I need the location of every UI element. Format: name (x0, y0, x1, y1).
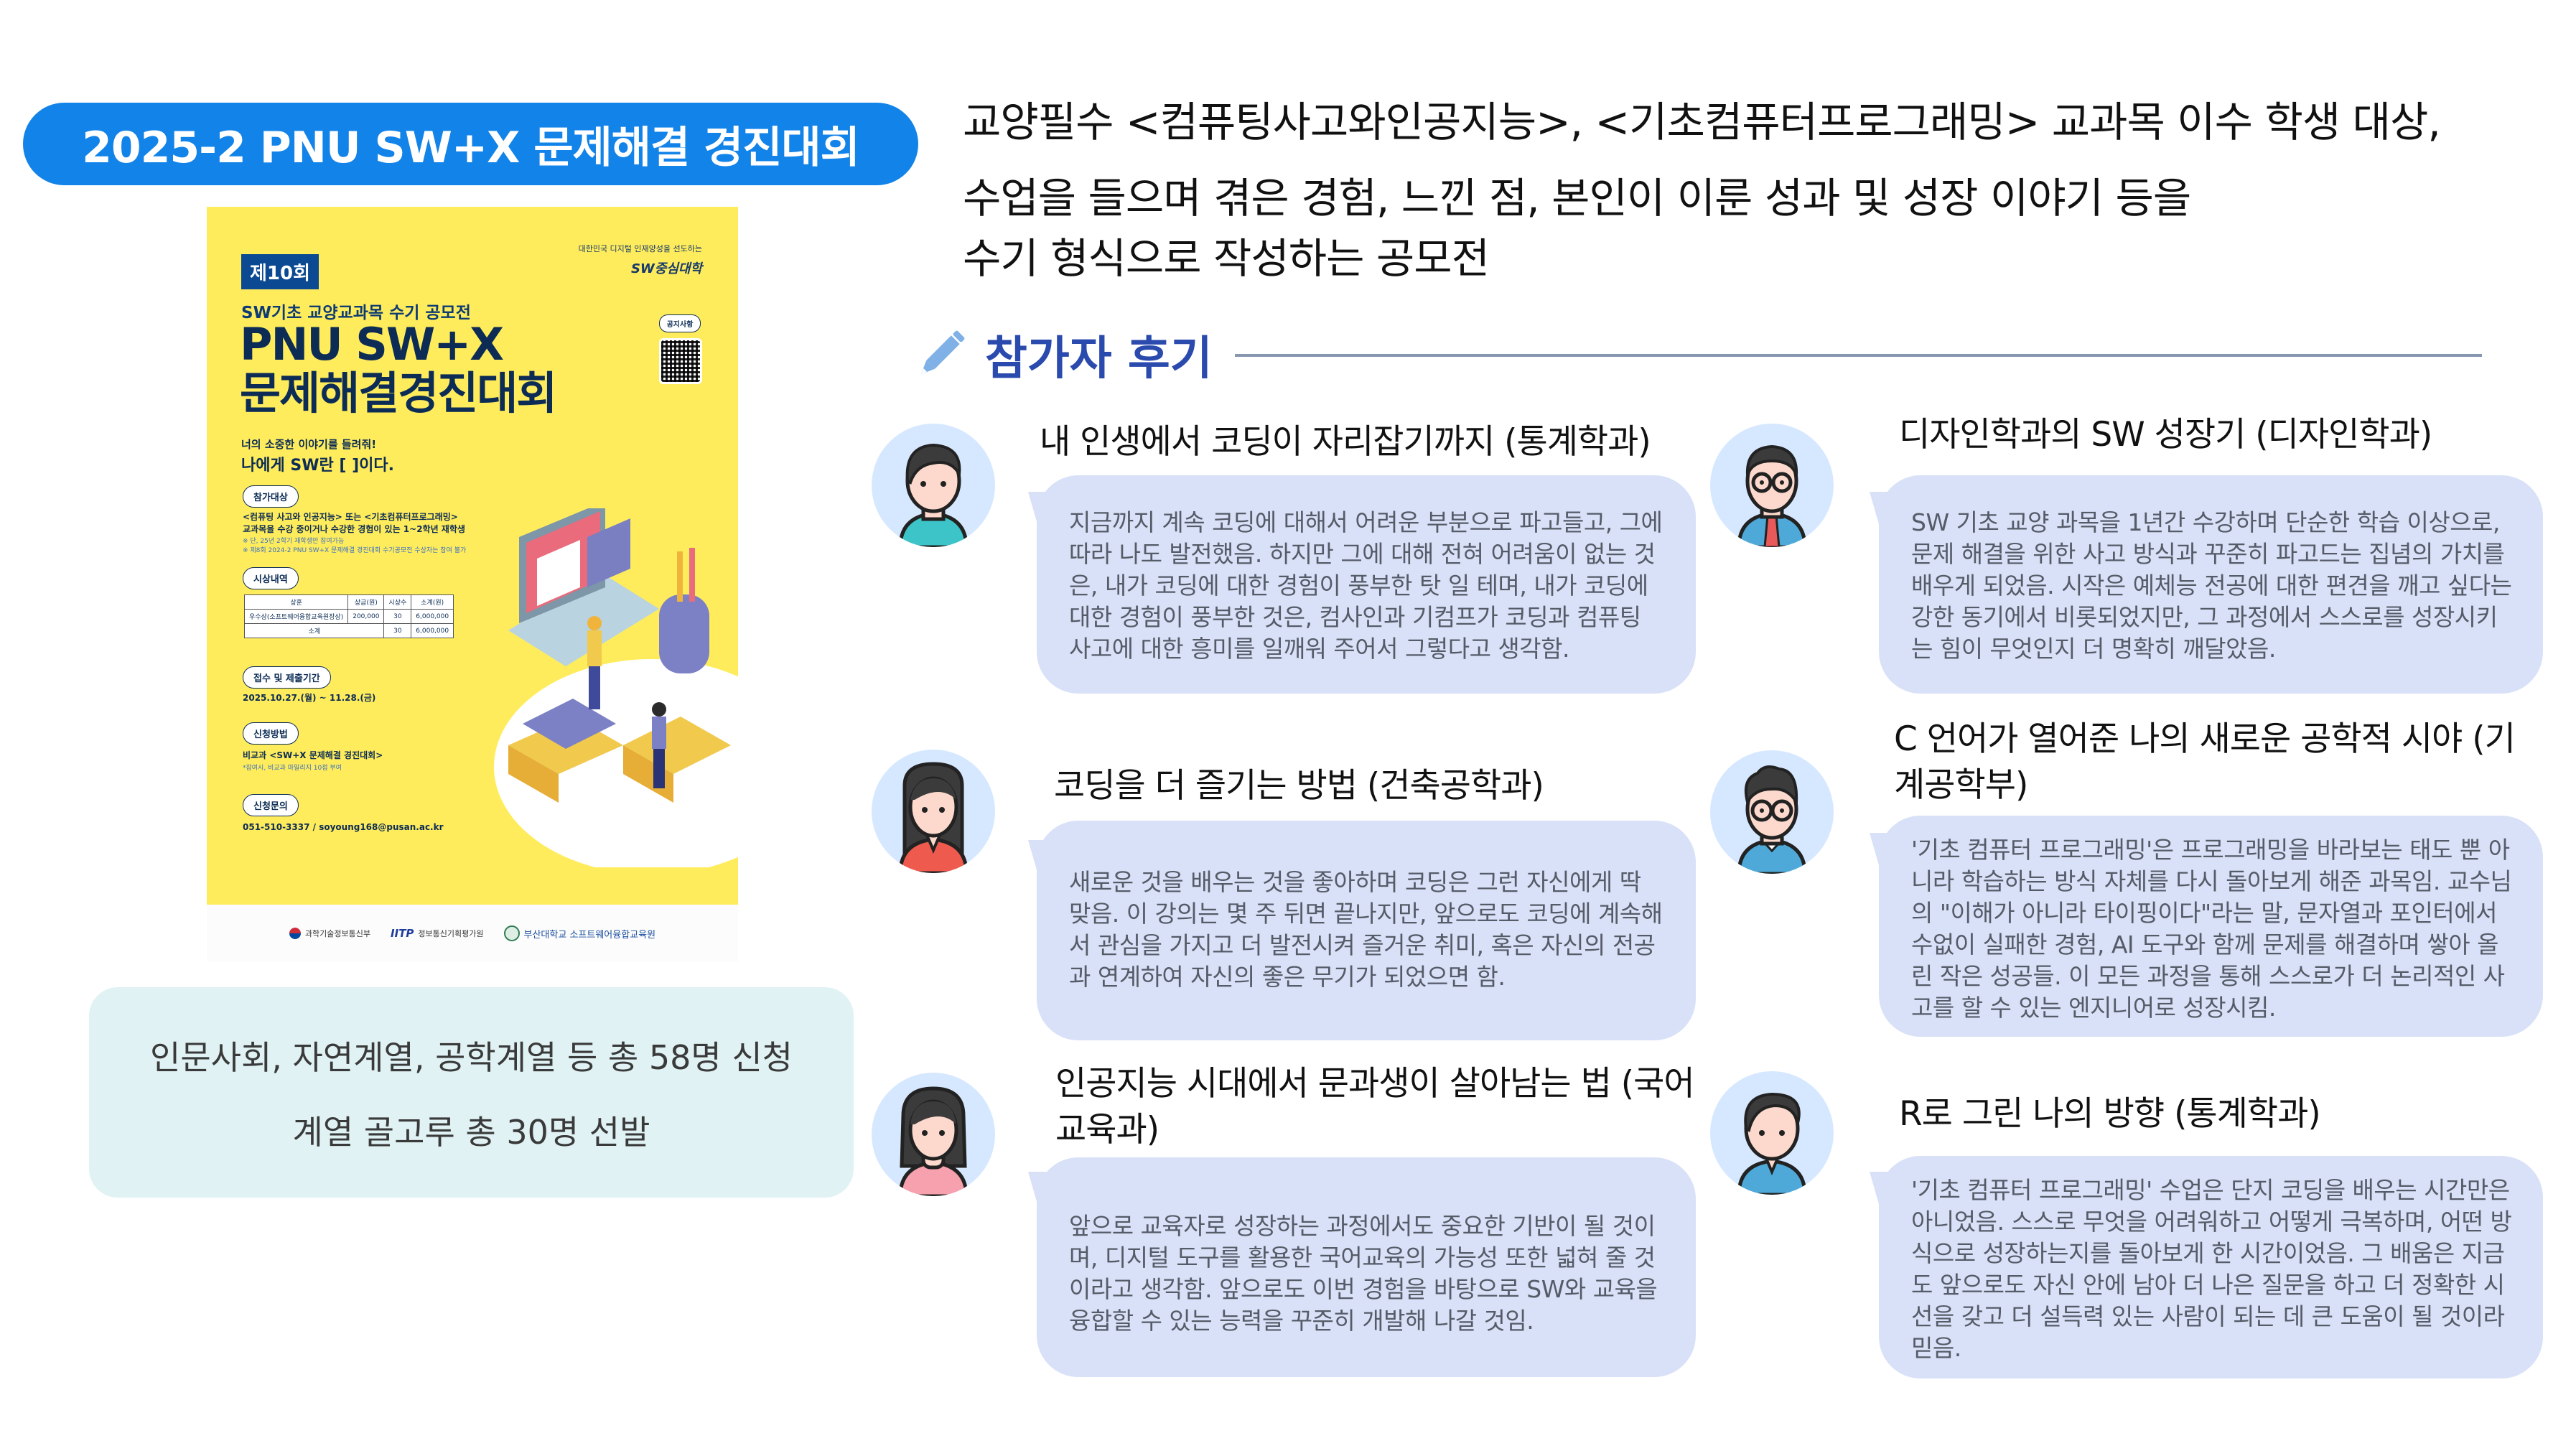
person-icon (898, 443, 969, 547)
poster-top-right: 대한민국 디지털 인재양성을 선도하는 SW중심대학 (579, 243, 702, 277)
review-bubble: SW 기초 교양 과목을 1년간 수강하며 단순한 학습 이상으로, 문제 해결… (1879, 475, 2543, 694)
method-label: 신청방법 (243, 722, 299, 745)
poster-main-line2: 문제해결경진대회 (240, 367, 557, 419)
review-title: 디자인학과의 SW 성장기 (디자인학과) (1899, 415, 2432, 454)
section-divider (1235, 354, 2482, 357)
table-header: 소계(원) (411, 594, 454, 610)
avatar-man-blue (1710, 1071, 1834, 1195)
table-cell: 소계 (243, 623, 385, 638)
logo-pnu-text: 부산대학교 소프트웨어융합교육원 (523, 929, 656, 941)
table-row: 소계 30 6,000,000 (243, 623, 454, 638)
table-cell: 6,000,000 (411, 609, 454, 624)
pencil-icon (920, 330, 965, 375)
reviews-section-title: 참가자 후기 (985, 332, 1213, 386)
review-body: '기초 컴퓨터 프로그래밍'은 프로그래밍을 바라보는 태도 뿐 아니라 학습하… (1911, 836, 2512, 1022)
period-value: 2025.10.27.(월) ~ 11.28.(금) (243, 693, 376, 703)
table-cell: 30 (383, 609, 412, 624)
notice-label: 공지사항 (659, 314, 701, 332)
logo-iitp-text: 정보통신기획평가원 (418, 929, 484, 938)
person-icon (898, 762, 969, 873)
table-cell: 6,000,000 (411, 623, 454, 638)
period-label: 접수 및 제출기간 (243, 666, 331, 689)
summary-line-2: 계열 골고루 총 30명 선발 (292, 1112, 650, 1152)
person-icon (898, 1086, 969, 1196)
summary-line-1: 인문사회, 자연계열, 공학계열 등 총 58명 신청 (150, 1037, 793, 1077)
poster-brand: SW중심대학 (630, 261, 702, 276)
poster-tagline-1: 너의 소중한 이야기를 들려줘! (241, 438, 377, 451)
review-title: C 언어가 열어준 나의 새로운 공학적 시야 (기계공학부) (1894, 719, 2516, 805)
iitp-logo-mark: IITP (391, 927, 414, 940)
review-title: R로 그린 나의 방향 (통계학과) (1899, 1094, 2321, 1134)
review-body: 앞으로 교육자로 성장하는 과정에서도 중요한 기반이 될 것이며, 디지털 도… (1069, 1212, 1658, 1335)
table-header: 시상수 (383, 594, 412, 610)
table-header-row: 상훈 상금(원) 시상수 소계(원) (243, 594, 454, 610)
applicant-summary-box: 인문사회, 자연계열, 공학계열 등 총 58명 신청 계열 골고루 총 30명… (89, 987, 854, 1198)
logo-pnu: 부산대학교 소프트웨어융합교육원 (503, 925, 656, 941)
avatar-man-glasses-tie (1710, 424, 1834, 547)
table-header: 상훈 (243, 594, 349, 610)
review-bubble: '기초 컴퓨터 프로그래밍' 수업은 단지 코딩을 배우는 시간만은 아니었음.… (1879, 1156, 2543, 1379)
poster-caption: 대한민국 디지털 인재양성을 선도하는 (578, 244, 702, 253)
description-line-3: 수기 형식으로 작성하는 공모전 (963, 234, 1490, 283)
review-bubble: 지금까지 계속 코딩에 대해서 어려운 부분으로 파고들고, 그에 따라 나도 … (1037, 475, 1696, 694)
review-title: 코딩을 더 즐기는 방법 (건축공학과) (1054, 766, 1544, 806)
description-line-1: 교양필수 <컴퓨팅사고와인공지능>, <기초컴퓨터프로그래밍> 교과목 이수 학… (963, 98, 2441, 146)
avatar-man-glasses-curly (1710, 750, 1834, 874)
target-label: 참가대상 (243, 485, 299, 508)
review-body: '기초 컴퓨터 프로그래밍' 수업은 단지 코딩을 배우는 시간만은 아니었음.… (1911, 1176, 2512, 1362)
target-note2: ※ 제8회 2024-2 PNU SW+X 문제해결 경진대회 수기공모전 수상… (243, 547, 467, 554)
review-bubble: 새로운 것을 배우는 것을 좋아하며 코딩은 그런 자신에게 딱 맞음. 이 강… (1037, 821, 1696, 1040)
target-notes: ※ 단, 25년 2학기 재학생만 참여가능 ※ 제8회 2024-2 PNU … (243, 537, 466, 556)
target-text: <컴퓨팅 사고와 인공지능> 또는 <기초컴퓨터프로그래밍> 교과목을 수강 중… (243, 511, 465, 536)
university-seal-icon (503, 925, 520, 941)
review-bubble: 앞으로 교육자로 성장하는 과정에서도 중요한 기반이 될 것이며, 디지털 도… (1037, 1157, 1696, 1377)
method-note: *참여시, 비교과 마일리지 10점 부여 (243, 765, 342, 772)
contact-label: 신청문의 (243, 794, 299, 816)
person-icon (1737, 1092, 1807, 1195)
logo-msit-text: 과학기술정보통신부 (304, 929, 371, 938)
logo-iitp: IITP 정보통신기획평가원 (391, 927, 483, 940)
target-line2: 교과목을 수강 중이거나 수강한 경험이 있는 1~2학년 재학생 (243, 524, 465, 534)
table-header: 상금(원) (347, 594, 385, 610)
taegeuk-icon (289, 928, 301, 939)
logo-msit: 과학기술정보통신부 (289, 928, 370, 939)
table-cell: 200,000 (347, 609, 385, 624)
review-bubble: '기초 컴퓨터 프로그래밍'은 프로그래밍을 바라보는 태도 뿐 아니라 학습하… (1879, 816, 2543, 1037)
poster-edition-badge: 제10회 (241, 254, 319, 289)
review-body: 새로운 것을 배우는 것을 좋아하며 코딩은 그런 자신에게 딱 맞음. 이 강… (1069, 868, 1663, 991)
poster-main-title: PNU SW+X 문제해결경진대회 (240, 318, 557, 419)
awards-label: 시상내역 (243, 567, 299, 589)
review-title: 인공지능 시대에서 문과생이 살아남는 법 (국어교육과) (1055, 1064, 1695, 1149)
method-value: 비교과 <SW+X 문제해결 경진대회> (243, 750, 383, 760)
poster-body: 제10회 대한민국 디지털 인재양성을 선도하는 SW중심대학 SW기초 교양교… (207, 207, 738, 905)
page-title-banner: 2025-2 PNU SW+X 문제해결 경진대회 (23, 103, 918, 185)
poster-main-line1: PNU SW+X (240, 318, 504, 370)
review-body: 지금까지 계속 코딩에 대해서 어려운 부분으로 파고들고, 그에 따라 나도 … (1069, 508, 1663, 663)
avatar-woman-red (872, 750, 995, 873)
awards-table: 상훈 상금(원) 시상수 소계(원) 우수상(소프트웨어융합교육원장상) 200… (243, 594, 454, 638)
person-icon (1737, 444, 1807, 547)
sponsor-logos: 과학기술정보통신부 IITP 정보통신기획평가원 부산대학교 소프트웨어융합교육… (207, 905, 738, 962)
target-line1: <컴퓨팅 사고와 인공지능> 또는 <기초컴퓨터프로그래밍> (243, 512, 458, 522)
review-body: SW 기초 교양 과목을 1년간 수강하며 단순한 학습 이상으로, 문제 해결… (1911, 508, 2512, 663)
contest-poster: 제10회 대한민국 디지털 인재양성을 선도하는 SW중심대학 SW기초 교양교… (207, 207, 738, 962)
poster-notice: 공지사항 (659, 314, 702, 384)
table-row: 우수상(소프트웨어융합교육원장상) 200,000 30 6,000,000 (243, 609, 454, 624)
table-cell: 우수상(소프트웨어융합교육원장상) (243, 609, 349, 624)
study-illustration (494, 508, 738, 867)
table-cell: 30 (383, 623, 412, 638)
page-title: 2025-2 PNU SW+X 문제해결 경진대회 (82, 123, 860, 173)
poster-subtitle: SW기초 교양교과목 수기 공모전 (241, 304, 471, 322)
contact-value: 051-510-3337 / soyoung168@pusan.ac.kr (243, 822, 444, 832)
review-title: 내 인생에서 코딩이 자리잡기까지 (통계학과) (1040, 422, 1651, 462)
qr-code-icon (659, 338, 702, 384)
poster-tagline-2: 나에게 SW란 [ ]이다. (241, 457, 394, 475)
person-icon (1737, 765, 1807, 874)
description-line-2: 수업을 들으며 겪은 경험, 느낀 점, 본인이 이룬 성과 및 성장 이야기 … (963, 174, 2191, 223)
avatar-man-teal (872, 424, 995, 547)
avatar-woman-pink (872, 1073, 995, 1196)
target-note1: ※ 단, 25년 2학기 재학생만 참여가능 (243, 538, 345, 545)
contest-description: 교양필수 <컴퓨팅사고와인공지능>, <기초컴퓨터프로그래밍> 교과목 이수 학… (963, 92, 2571, 289)
